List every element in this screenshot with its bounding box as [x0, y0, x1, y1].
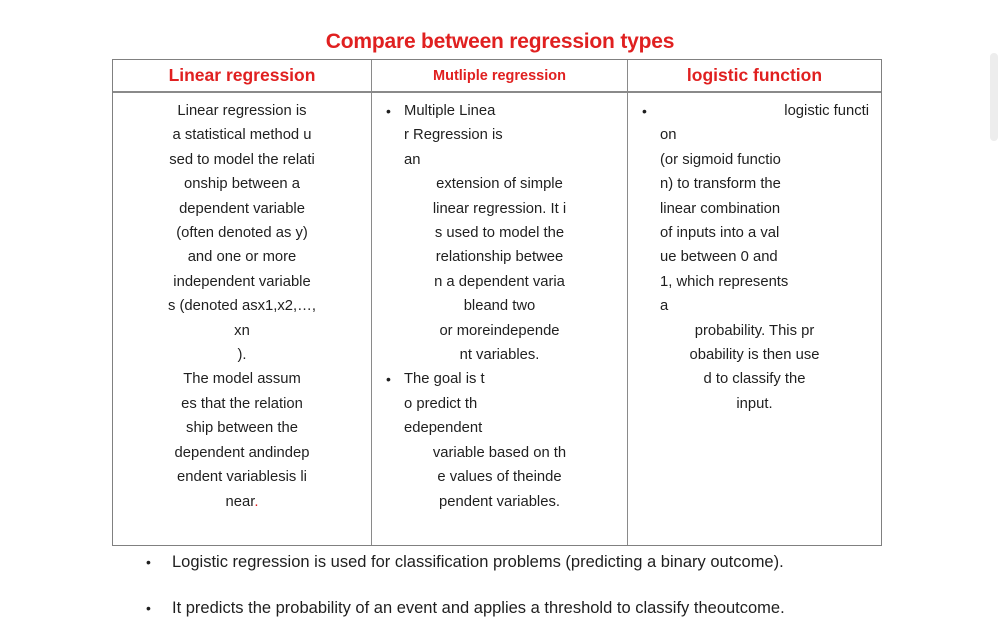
cell-line: ship between the	[186, 420, 298, 437]
cell-line: linear regression. It i	[432, 200, 567, 217]
table-header-row: Linear regression Mutliple regression lo…	[113, 60, 881, 93]
cell-line-text: near	[225, 493, 255, 510]
cell-line: of inputs into a val	[660, 225, 780, 242]
cell-line: d to classify the	[703, 371, 806, 388]
bullet-icon: •	[146, 554, 151, 570]
table-header-linear-regression: Linear regression	[168, 65, 316, 85]
bottom-bullet-text: It predicts the probability of an event …	[172, 599, 785, 617]
bullet-icon: •	[642, 103, 647, 119]
cell-line: Multiple Linea	[404, 103, 496, 119]
cell-line: ).	[237, 347, 247, 364]
cell-line: (often denoted as y)	[176, 225, 308, 242]
cell-bullet-item: • logistic functi on (or sigmoid functio…	[634, 99, 875, 319]
cell-line: independent variable	[173, 273, 311, 290]
cell-line: input.	[736, 395, 773, 412]
table-cell-logistic-function: • logistic functi on (or sigmoid functio…	[627, 93, 881, 545]
cell-line-final: near.	[119, 490, 365, 514]
cell-line: pendent variables.	[439, 493, 560, 510]
bullet-icon: •	[386, 371, 391, 388]
red-period: .	[254, 493, 259, 510]
cell-line: variable based on th	[432, 444, 567, 461]
cell-line: es that the relation	[181, 395, 303, 412]
cell-bullet-item: • Multiple Linea r Regression is an	[378, 99, 621, 172]
cell-line: obability is then use	[689, 347, 820, 364]
cell-line: logistic functi	[784, 103, 869, 119]
table-cell-linear-regression: Linear regression is a statistical metho…	[113, 93, 371, 545]
cell-line: The model assum	[183, 371, 301, 388]
cell-line: and one or more	[187, 249, 297, 266]
bottom-bullet-item: • Logistic regression is used for classi…	[112, 552, 972, 572]
cell-bullet-item: • The goal is t o predict th edependent	[378, 367, 621, 440]
page-title: Compare between regression types	[325, 30, 675, 53]
cell-line: (or sigmoid functio	[660, 151, 781, 168]
cell-line: ue between 0 and	[660, 249, 778, 266]
bottom-bullet-list: • Logistic regression is used for classi…	[112, 552, 972, 644]
cell-line: linear combination	[660, 200, 781, 217]
cell-line: bleand two	[463, 298, 536, 315]
cell-line: Linear regression is	[177, 103, 307, 119]
vertical-scrollbar[interactable]	[988, 0, 1000, 639]
cell-line: s used to model the	[434, 225, 565, 242]
cell-line: a statistical method u	[172, 127, 312, 144]
cell-line: dependent variable	[179, 200, 305, 217]
cell-line: or moreindepende	[439, 322, 560, 339]
cell-line: nt variables.	[459, 347, 540, 364]
bottom-bullet-item: • It predicts the probability of an even…	[112, 598, 972, 618]
cell-line: onship between a	[184, 176, 300, 193]
cell-line: n) to transform the	[660, 176, 781, 193]
cell-line: r Regression is	[404, 127, 503, 144]
cell-line: probability. This pr	[694, 322, 815, 339]
comparison-table: Linear regression Mutliple regression lo…	[112, 59, 882, 546]
bottom-bullet-text: Logistic regression is used for classifi…	[172, 553, 784, 571]
cell-line: an	[404, 151, 421, 168]
cell-line: dependent andindep	[174, 444, 310, 461]
cell-line: on	[660, 127, 677, 144]
cell-line: o predict th	[404, 395, 478, 412]
cell-line: extension of simple	[436, 176, 563, 193]
cell-line: endent variablesis li	[177, 469, 307, 486]
cell-line: sed to model the relati	[169, 151, 315, 168]
scrollbar-thumb[interactable]	[990, 53, 998, 141]
cell-line: edependent	[404, 420, 483, 437]
table-header-logistic-function: logistic function	[627, 60, 881, 91]
cell-line: relationship betwee	[435, 249, 564, 266]
cell-line: n a dependent varia	[434, 273, 565, 290]
cell-line: s (denoted asx1,x2,…,	[167, 298, 317, 315]
bullet-icon: •	[146, 600, 151, 616]
cell-line: 1, which represents	[660, 273, 789, 290]
bullet-icon: •	[386, 103, 391, 119]
table-cell-multiple-regression: • Multiple Linea r Regression is an exte…	[371, 93, 627, 545]
cell-line: a	[660, 298, 669, 315]
table-header-multiple-regression: Mutliple regression	[371, 60, 627, 91]
cell-line: xn	[234, 322, 250, 339]
cell-line: The goal is t	[404, 371, 485, 388]
cell-line: e values of theinde	[437, 469, 562, 486]
table-body-row: Linear regression is a statistical metho…	[113, 93, 881, 545]
